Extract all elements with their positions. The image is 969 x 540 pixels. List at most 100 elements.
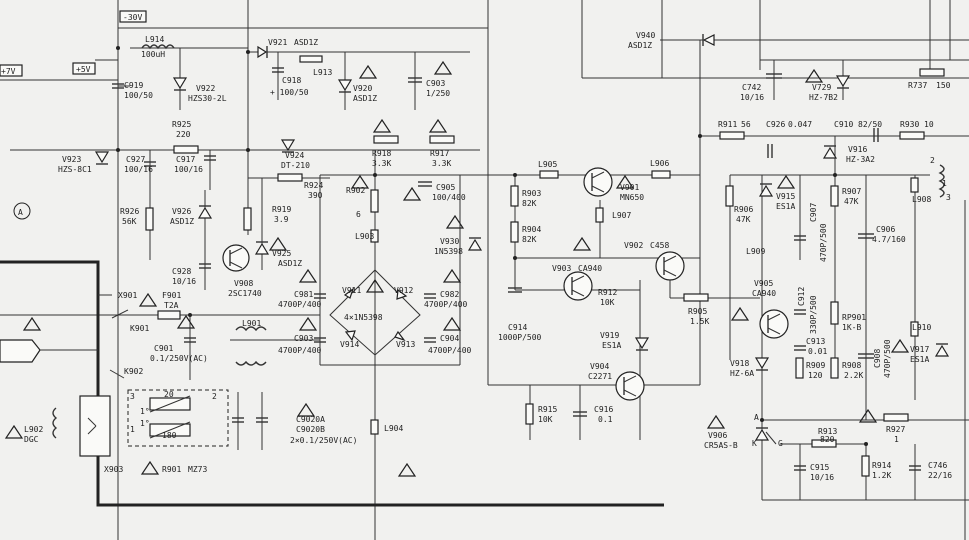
- zener-v916: V916 HZ-3A2: [822, 145, 875, 164]
- r926-ref: R926: [120, 207, 139, 216]
- r907-value: 47K: [844, 197, 859, 206]
- c908-ref: C908: [873, 349, 882, 368]
- r901-value: MZ73: [188, 465, 207, 474]
- resistor-r925: R925 220: [172, 120, 199, 154]
- v905-value: CA940: [752, 289, 776, 298]
- capacitor-c746: C746 22/16: [909, 444, 952, 500]
- diode-v921: V921 ASD1Z: [257, 38, 318, 59]
- diode-v919: V919 ES1A: [600, 331, 650, 351]
- transistor-v902: V902 C458: [572, 236, 685, 281]
- r914-value: 1.2K: [872, 471, 891, 480]
- marker-a: A: [18, 208, 23, 217]
- l905-ref: L905: [538, 160, 557, 169]
- coil-l907: L907: [595, 207, 631, 223]
- degauss-coil-l902: L902 DGC: [4, 407, 58, 444]
- warning-icon: [372, 118, 392, 133]
- thermistor-deg1: 1°: [140, 407, 150, 416]
- connector-x903: X903: [79, 395, 123, 474]
- v924-value: DT-210: [281, 161, 310, 170]
- diode-v925: V925 ASD1Z: [254, 178, 302, 270]
- c915-value: 10/16: [810, 473, 834, 482]
- capacitor-c927: C927 100/16: [124, 150, 156, 190]
- c913-ref: C913: [806, 337, 825, 346]
- warning-icon: [890, 338, 910, 353]
- warning-icon: [298, 268, 318, 283]
- v908-ref: V908: [234, 279, 253, 288]
- v923-value: HZS-8C1: [58, 165, 92, 174]
- zener-v922: V922 HZS30-2L: [172, 48, 227, 110]
- c906-ref: C906: [876, 225, 895, 234]
- rp901-value: 1K-B: [842, 323, 861, 332]
- f901-ref: F901: [162, 291, 181, 300]
- junction-dots: [116, 46, 868, 446]
- capacitor-c916: C916 0.1: [573, 405, 613, 424]
- capacitor-c904: C904 4700P/400: [424, 316, 472, 355]
- transistor-v908: V908 2SC1740: [222, 244, 262, 298]
- r908-ref: R908: [842, 361, 861, 370]
- v903-ref: V903: [552, 264, 571, 273]
- warning-icon: [358, 64, 378, 79]
- bridge-d4: V913: [396, 340, 415, 349]
- coil-l909: L909: [746, 247, 765, 256]
- r927-value: 1: [894, 435, 899, 444]
- c905-value: 100/400: [432, 193, 466, 202]
- r924-value: 390: [308, 191, 323, 200]
- c742-value: 10/16: [740, 93, 764, 102]
- x901-ref: X901: [118, 291, 137, 300]
- warning-icon: [433, 60, 453, 75]
- v915-ref: V915: [776, 192, 795, 201]
- v902-ref: V902: [624, 241, 643, 250]
- resistor-r927: R927 1: [858, 408, 909, 444]
- warning-icon: [140, 460, 160, 475]
- diode-v930: V930 1N5398: [434, 214, 483, 256]
- c916-ref: C916: [594, 405, 613, 414]
- v903-value: CA940: [578, 264, 602, 273]
- coil-l903: L903: [355, 229, 379, 243]
- zener-v918: V918 HZ-6A: [730, 357, 770, 378]
- resistor-r902: R902 6: [346, 174, 379, 219]
- v915-value: ES1A: [776, 202, 795, 211]
- v906-ref: V906: [708, 431, 727, 440]
- warning-icon: [858, 408, 878, 423]
- l913-ref: L913: [313, 68, 332, 77]
- r905-ref: R905: [688, 307, 707, 316]
- resistor-r913: R913 820: [780, 427, 866, 448]
- warning-icon: [804, 68, 824, 83]
- l914-value: 100uH: [141, 50, 165, 59]
- r909-ref: R909: [806, 361, 825, 370]
- v916-ref: V916: [848, 145, 867, 154]
- c9020b-ref: C9020B: [296, 425, 325, 434]
- mosfet-v901: V901 MN650: [583, 167, 644, 202]
- r906-ref: R906: [734, 205, 753, 214]
- r901-ref: R901: [162, 465, 181, 474]
- r924-ref: R924: [304, 181, 323, 190]
- diode-v915: V915 ES1A: [758, 174, 795, 211]
- thermistor-deg2: 1°: [140, 419, 150, 428]
- resistor-r903: R903 82K: [510, 185, 541, 208]
- v925-value: ASD1Z: [278, 259, 302, 268]
- v930-value: 1N5398: [434, 247, 463, 256]
- transistor-v905: V905 CA940: [730, 279, 789, 339]
- r919-value: 3.9: [274, 215, 289, 224]
- r903-ref: R903: [522, 189, 541, 198]
- warning-icon: [442, 316, 462, 331]
- resistor-r909: R909 120: [795, 357, 825, 380]
- c903b-ref: C903: [294, 334, 313, 343]
- v918-ref: V918: [730, 359, 749, 368]
- l902-value: DGC: [24, 435, 39, 444]
- warning-icon: [442, 268, 462, 283]
- v930-ref: V930: [440, 237, 459, 246]
- bridge-d3: V914: [340, 340, 359, 349]
- c914-value: 1000P/500: [498, 333, 542, 342]
- r926-value: 56K: [122, 217, 137, 226]
- v926-value: ASD1Z: [170, 217, 194, 226]
- v926-ref: V926: [172, 207, 191, 216]
- warning-icon: [428, 118, 448, 133]
- r925-ref: R925: [172, 120, 191, 129]
- mains-plug: [0, 339, 98, 363]
- warning-icon: [138, 292, 158, 307]
- c910-ref: C910: [834, 120, 853, 129]
- warning-icon: [706, 414, 726, 429]
- fuse-f901: F901 T2A: [138, 291, 181, 320]
